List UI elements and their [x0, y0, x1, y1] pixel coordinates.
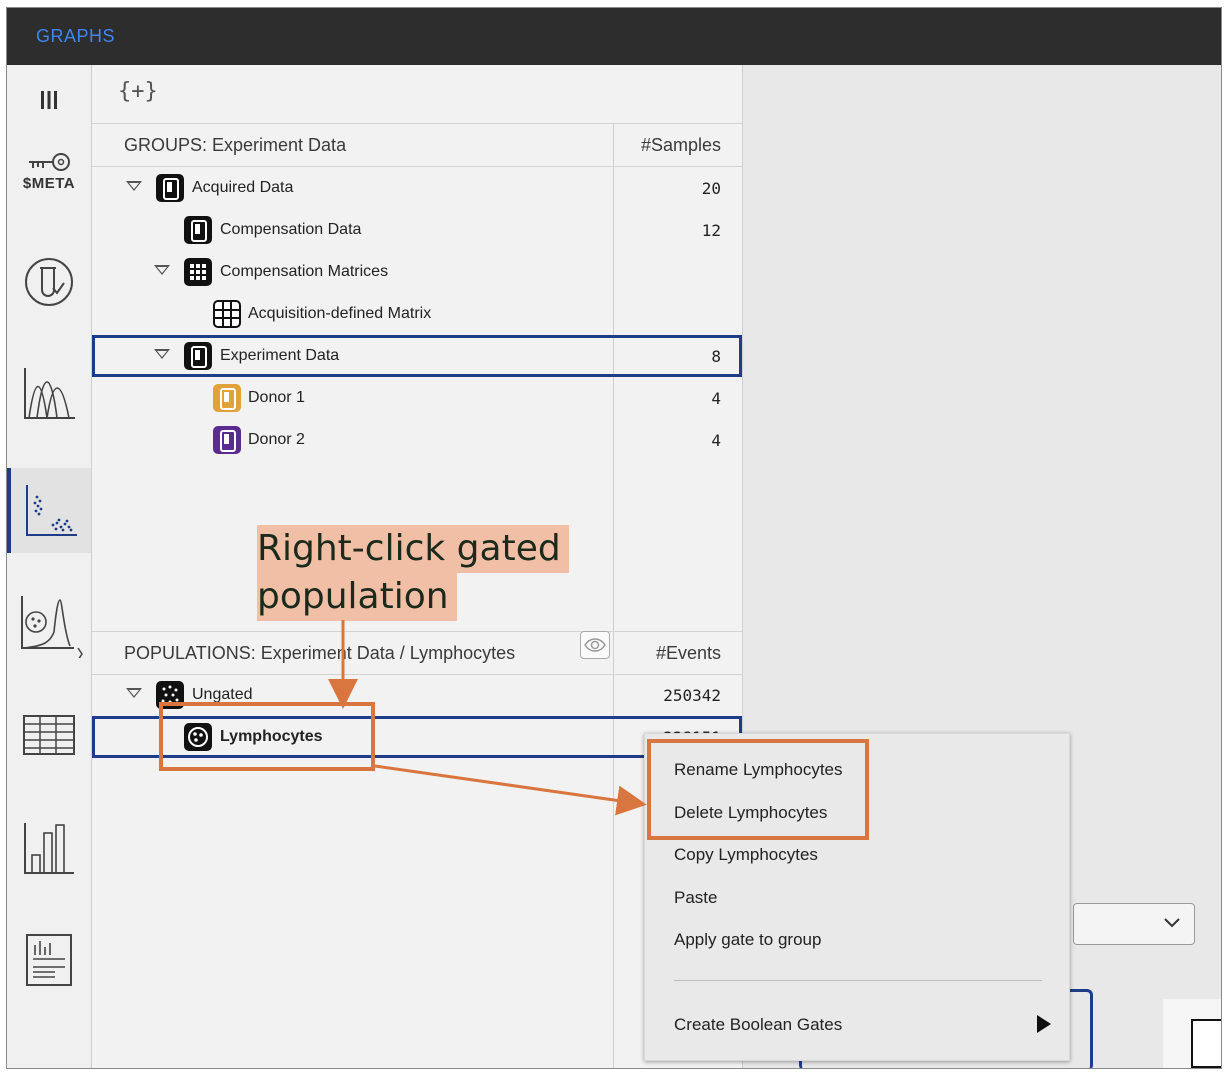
events-column-header[interactable]: #Events [655, 643, 721, 663]
menu-item-apply-gate[interactable]: Apply gate to group [674, 930, 822, 949]
dropdown-select[interactable] [1073, 903, 1195, 945]
samples-column-header[interactable]: #Samples [640, 135, 721, 155]
table-icon[interactable] [7, 705, 91, 765]
group-label: Acquisition-defined Matrix [248, 305, 432, 322]
menu-item-paste[interactable]: Paste [674, 888, 718, 907]
column-divider [613, 123, 614, 1068]
group-label: Experiment Data [220, 347, 340, 364]
annotation-callout: Right-click gated population [257, 525, 569, 621]
group-count: 4 [711, 389, 721, 408]
populations-title: POPULATIONS: Experiment Data / Lymphocyt… [124, 643, 516, 663]
app-title: GRAPHS [36, 26, 116, 46]
population-label: Lymphocytes [220, 728, 323, 745]
group-row[interactable]: Compensation Data 12 [92, 209, 742, 251]
population-label: Ungated [192, 686, 253, 703]
vial-icon [184, 216, 212, 244]
collapse-triangle-icon[interactable] [154, 349, 170, 359]
title-bar: GRAPHS [7, 8, 1221, 65]
menu-item-copy[interactable]: Copy Lymphocytes [674, 845, 818, 864]
group-row[interactable]: Compensation Matrices [92, 251, 742, 293]
menu-icon[interactable] [7, 77, 91, 123]
groups-header: GROUPS: Experiment Data #Samples [92, 124, 742, 167]
context-menu: Rename Lymphocytes Delete Lymphocytes Co… [644, 733, 1070, 1061]
group-row-selected[interactable]: Experiment Data 8 [92, 335, 742, 377]
group-count: 12 [701, 221, 721, 240]
scatter-plot-icon[interactable] [7, 468, 91, 553]
graph-thumbnail [1163, 999, 1221, 1068]
group-label: Compensation Data [220, 221, 362, 238]
collapse-triangle-icon[interactable] [126, 181, 142, 191]
highlight-box-menu [647, 739, 869, 840]
matrix-icon [184, 258, 212, 286]
group-label: Donor 1 [248, 389, 305, 406]
cells-icon [184, 723, 212, 751]
vial-purple-icon [213, 426, 241, 454]
group-label: Compensation Matrices [220, 263, 389, 280]
sidebar-item-meta[interactable]: $META [7, 140, 91, 200]
sidebar-item-label: $META [22, 174, 76, 192]
add-group-button[interactable]: {+} [118, 79, 158, 104]
matrix-outline-icon [213, 300, 241, 328]
population-count: 250342 [663, 686, 721, 705]
app-window: GRAPHS $META [6, 7, 1222, 1069]
group-label: Donor 2 [248, 431, 305, 448]
report-icon[interactable] [7, 927, 91, 993]
menu-item-delete[interactable]: Delete Lymphocytes [674, 803, 828, 822]
group-row[interactable]: Donor 2 4 [92, 419, 742, 461]
submenu-arrow-icon [1037, 1015, 1051, 1033]
group-label: Acquired Data [192, 179, 294, 196]
sidebar: $META [7, 65, 92, 1068]
menu-item-rename[interactable]: Rename Lymphocytes [674, 760, 843, 779]
key-icon [29, 152, 70, 171]
annotation-arrows [328, 620, 647, 816]
group-row[interactable]: Donor 1 4 [92, 377, 742, 419]
populations-header: POPULATIONS: Experiment Data / Lymphocyt… [92, 631, 742, 675]
tube-check-icon[interactable] [7, 250, 91, 314]
population-row[interactable]: Ungated 250342 [92, 674, 742, 716]
collapse-triangle-icon[interactable] [126, 688, 142, 698]
vial-icon [156, 174, 184, 202]
group-row[interactable]: Acquisition-defined Matrix [92, 293, 742, 335]
menu-separator [674, 980, 1042, 981]
group-count: 20 [701, 179, 721, 198]
population-histogram-icon[interactable] [7, 590, 91, 660]
group-count: 8 [711, 347, 721, 366]
chevron-down-icon [1164, 918, 1180, 928]
vial-orange-icon [213, 384, 241, 412]
annotation-line-1: Right-click gated [257, 525, 569, 573]
groups-title: GROUPS: Experiment Data [124, 135, 347, 155]
vial-icon [184, 342, 212, 370]
arrow-right [374, 764, 647, 816]
menu-item-boolean-gates[interactable]: Create Boolean Gates [674, 1015, 843, 1034]
histogram-overlay-icon[interactable] [7, 360, 91, 428]
panel-toolbar: {+} [92, 65, 742, 124]
eye-icon[interactable] [580, 631, 610, 659]
collapse-triangle-icon[interactable] [154, 265, 170, 275]
annotation-line-2: population [257, 573, 457, 621]
highlight-box-lymphocytes [159, 702, 375, 771]
bar-chart-icon[interactable] [7, 815, 91, 881]
group-count: 4 [711, 431, 721, 450]
group-row[interactable]: Acquired Data 20 [92, 167, 742, 209]
